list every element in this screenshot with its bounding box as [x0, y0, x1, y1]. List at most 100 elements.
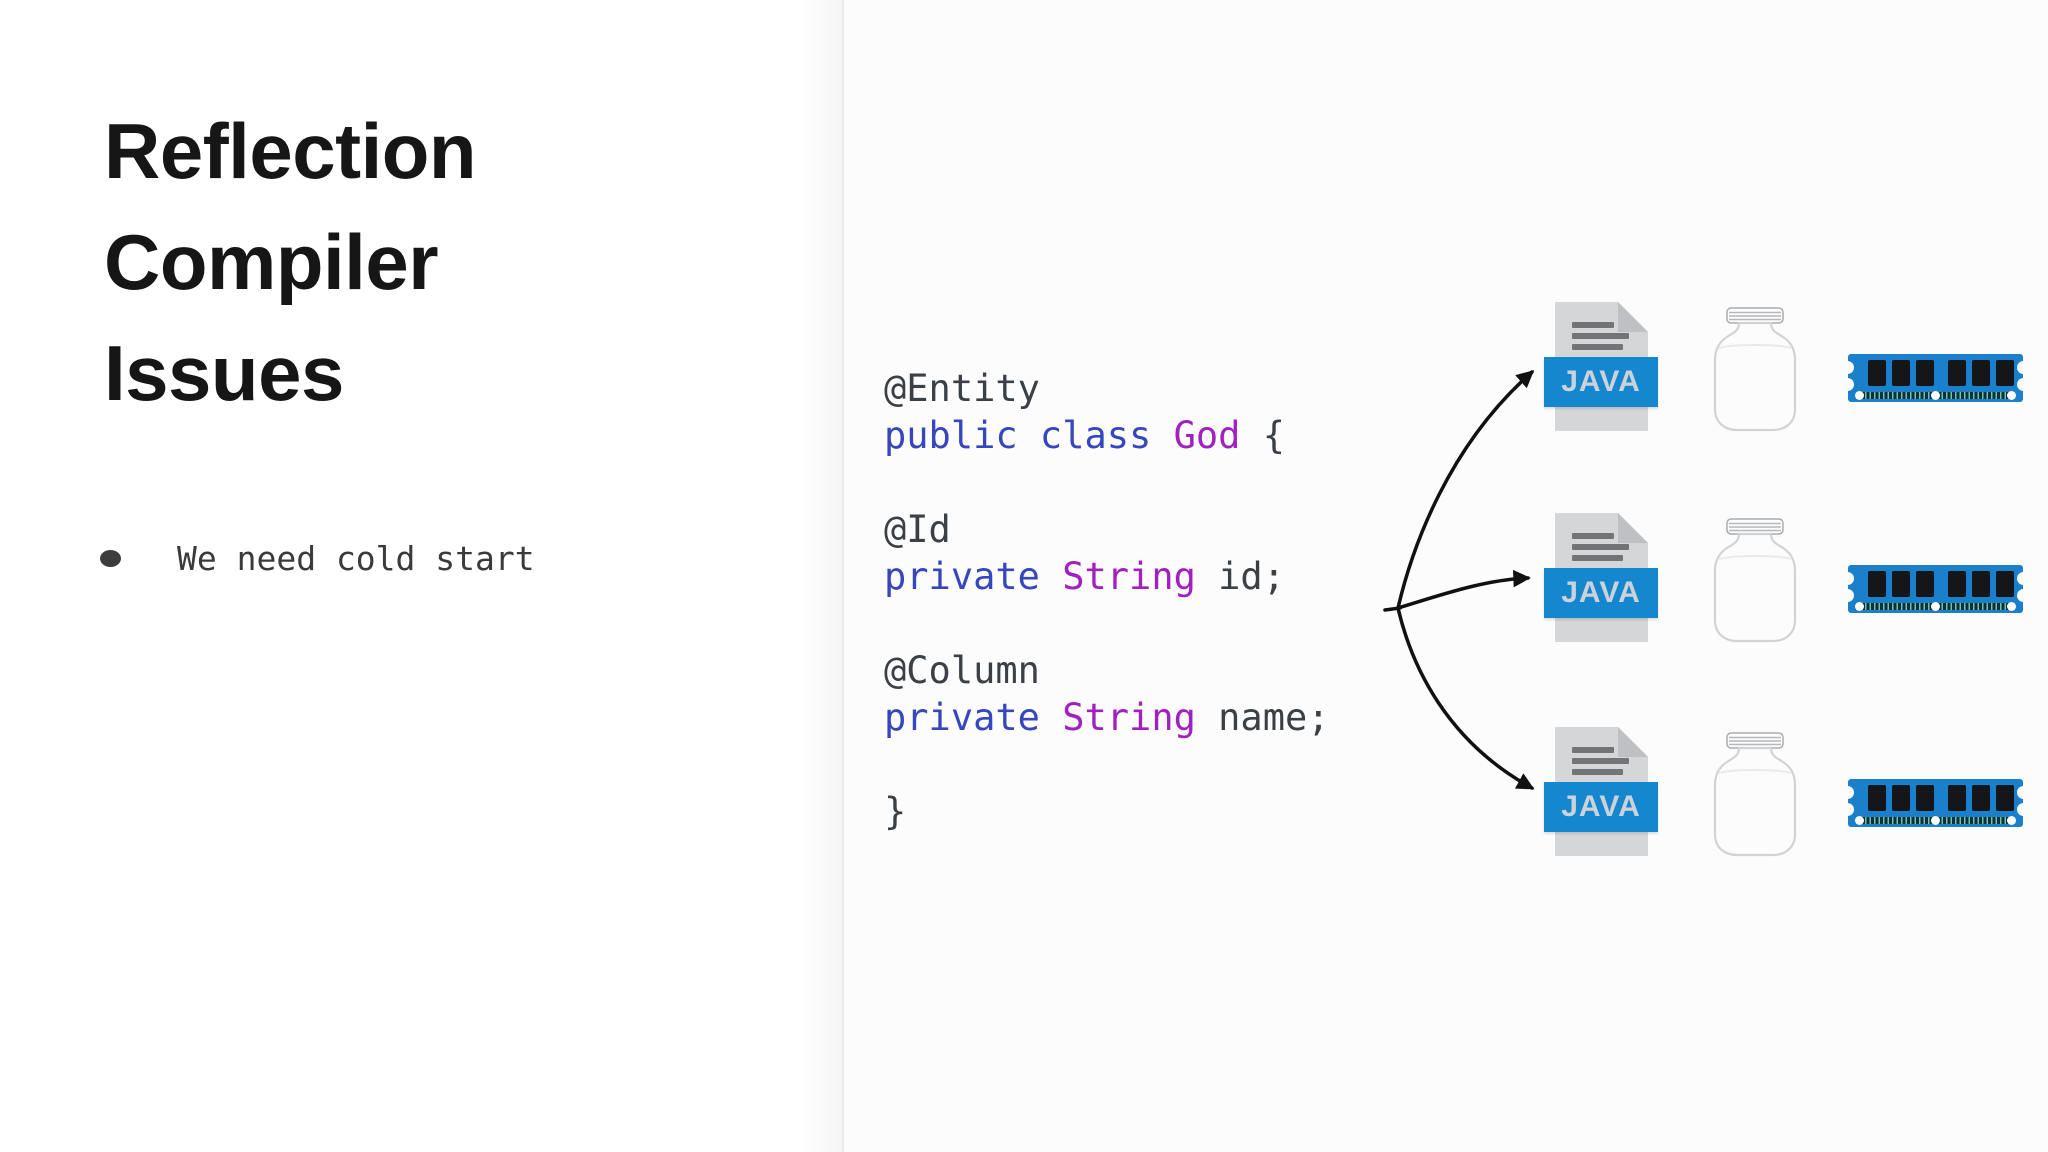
code-token: public class [884, 414, 1174, 457]
folded-corner [1618, 727, 1648, 757]
code-token: String [1062, 555, 1219, 598]
text-line-bar [1572, 769, 1623, 775]
ram-chip [1948, 571, 1966, 597]
code-line: public class God { [884, 412, 1330, 459]
ram-notch [2017, 361, 2030, 374]
ram-hole [1855, 602, 1864, 611]
java-banner-label: JAVA [1561, 576, 1641, 609]
ram-notch [1841, 361, 1854, 374]
ram-chip [1972, 785, 1990, 811]
icon-row: JAVA [1544, 513, 2030, 645]
bullet-icon [100, 549, 121, 567]
java-banner: JAVA [1544, 782, 1658, 832]
code-token: } [884, 790, 907, 833]
ram-hole [1931, 602, 1940, 611]
ram-chip [1892, 360, 1910, 386]
java-banner: JAVA [1544, 357, 1658, 407]
code-token: String [1062, 696, 1219, 739]
code-token: id; [1218, 555, 1285, 598]
jar-icon [1713, 732, 1797, 857]
code-line: private String id; [884, 553, 1330, 600]
java-file-icon: JAVA [1544, 727, 1658, 857]
ram-hole [2007, 391, 2016, 400]
code-token: @Entity [884, 367, 1040, 410]
ram-chip [1996, 360, 2014, 386]
ram-icon [1841, 354, 2030, 402]
icon-row: JAVA [1544, 727, 2030, 859]
java-banner: JAVA [1544, 568, 1658, 618]
code-line: @Entity [884, 365, 1330, 412]
ram-chip [1868, 571, 1886, 597]
folded-corner [1618, 302, 1648, 332]
text-line-bar [1572, 758, 1629, 764]
ram-notch [2017, 378, 2030, 391]
ram-notch [2017, 589, 2030, 602]
code-line: } [884, 788, 1330, 835]
ram-hole [1931, 391, 1940, 400]
ram-hole [2007, 816, 2016, 825]
title-line: Compiler [104, 218, 439, 306]
code-token: @Column [884, 649, 1040, 692]
ram-chip [1996, 571, 2014, 597]
ram-chip [1892, 785, 1910, 811]
code-token: private [884, 555, 1063, 598]
ram-notch [1841, 803, 1854, 816]
ram-notch [1841, 572, 1854, 585]
java-banner-label: JAVA [1561, 790, 1641, 823]
ram-notch [1841, 378, 1854, 391]
ram-chip [1916, 785, 1934, 811]
code-token: private [884, 696, 1063, 739]
code-token: { [1262, 414, 1285, 457]
text-line-bar [1572, 533, 1614, 539]
ram-icon [1841, 565, 2030, 613]
ram-notch [2017, 803, 2030, 816]
ram-icon [1841, 779, 2030, 827]
ram-chip [1996, 785, 2014, 811]
ram-notch [1841, 589, 1854, 602]
code-token: name; [1218, 696, 1330, 739]
panel-divider [842, 0, 844, 1152]
ram-hole [1855, 391, 1864, 400]
text-line-bar [1572, 555, 1623, 561]
page-title: Reflection Compiler Issues [104, 96, 477, 429]
ram-hole [2007, 602, 2016, 611]
code-line [884, 600, 1330, 647]
ram-chip [1868, 360, 1886, 386]
ram-chip [1972, 360, 1990, 386]
ram-hole [1931, 816, 1940, 825]
jar-icon [1713, 307, 1797, 432]
title-line: Reflection [104, 107, 477, 195]
code-line: @Id [884, 506, 1330, 553]
bullet-text: We need cold start [177, 538, 535, 578]
code-line [884, 741, 1330, 788]
ram-notch [1841, 786, 1854, 799]
ram-notch [2017, 572, 2030, 585]
icon-row: JAVA [1544, 302, 2030, 434]
jar-icon [1713, 518, 1797, 643]
ram-chip [1916, 360, 1934, 386]
code-line [884, 459, 1330, 506]
title-line: Issues [104, 329, 344, 417]
folded-corner [1618, 513, 1648, 543]
code-token: @Id [884, 508, 951, 551]
text-line-bar [1572, 747, 1614, 753]
ram-chip [1892, 571, 1910, 597]
ram-chip [1948, 360, 1966, 386]
panel-divider-shadow [796, 0, 842, 1152]
text-line-bar [1572, 544, 1629, 550]
ram-chip [1868, 785, 1886, 811]
text-line-bar [1572, 344, 1623, 350]
ram-notch [2017, 786, 2030, 799]
text-line-bar [1572, 333, 1629, 339]
code-line: @Column [884, 647, 1330, 694]
ram-hole [1855, 816, 1864, 825]
ram-chip [1916, 571, 1934, 597]
code-line: private String name; [884, 694, 1330, 741]
text-line-bar [1572, 322, 1614, 328]
ram-chip [1948, 785, 1966, 811]
bullet-item: We need cold start [100, 536, 535, 580]
java-banner-label: JAVA [1561, 365, 1641, 398]
java-file-icon: JAVA [1544, 302, 1658, 432]
